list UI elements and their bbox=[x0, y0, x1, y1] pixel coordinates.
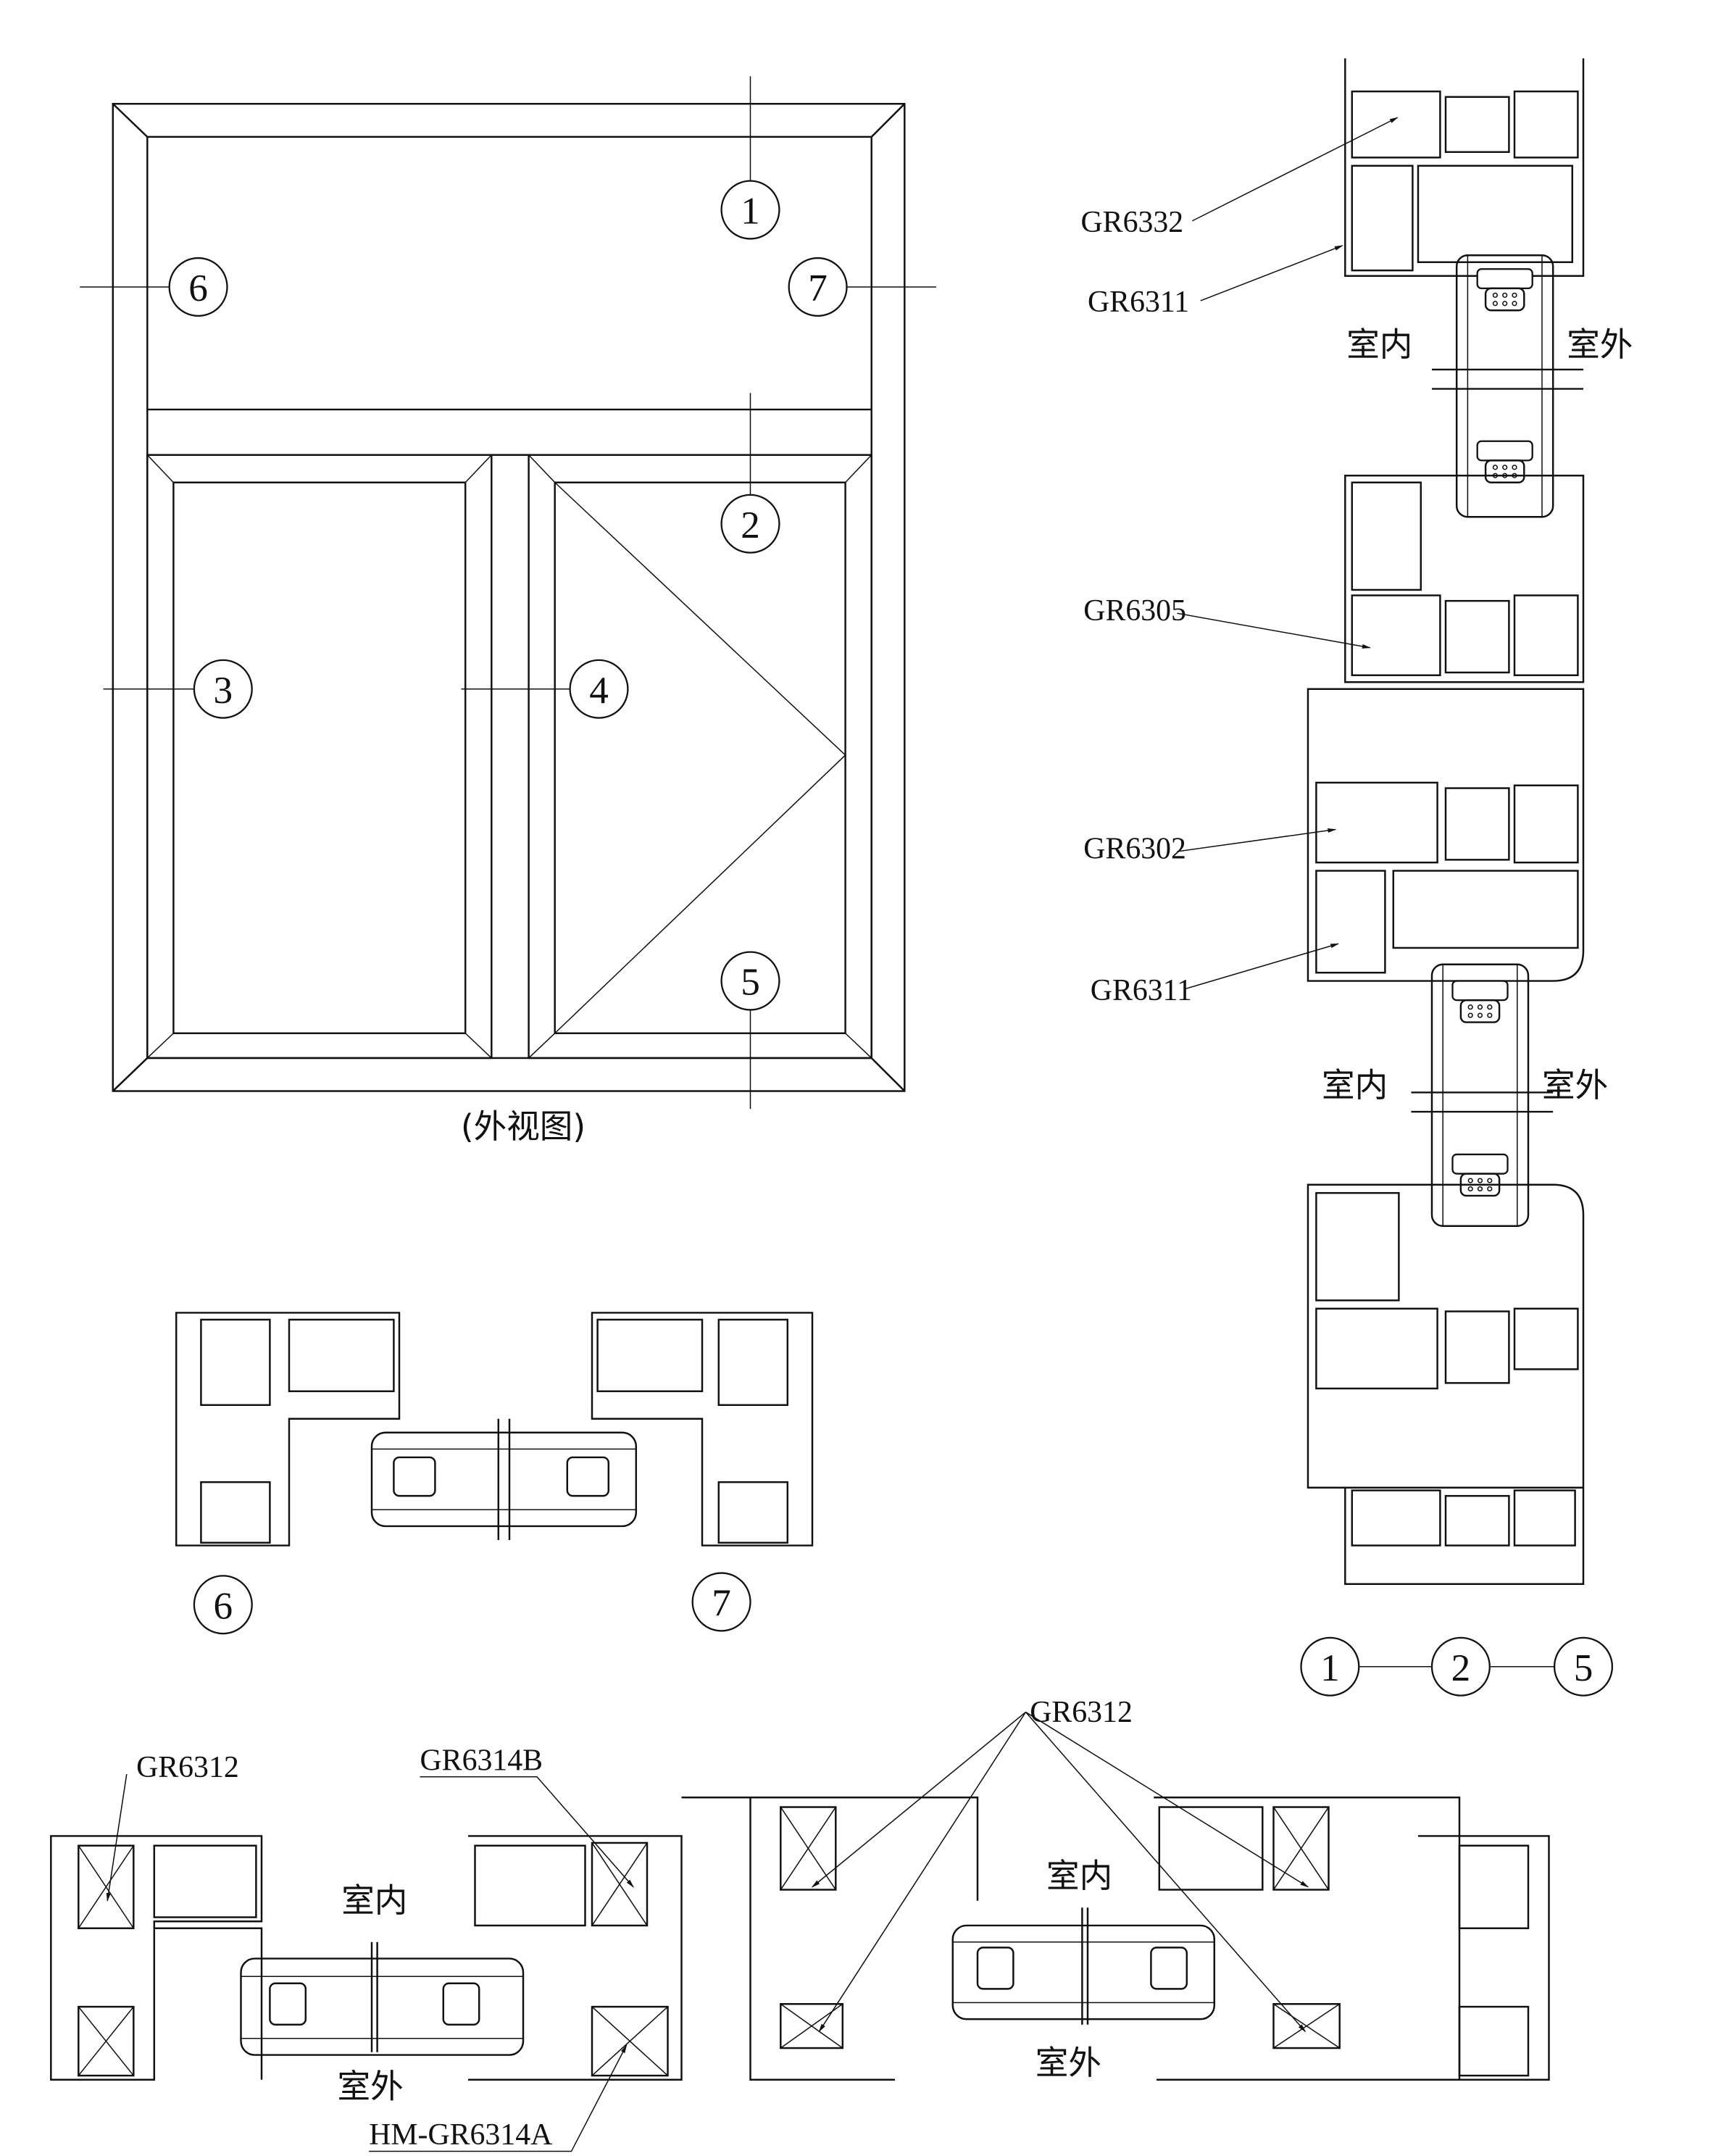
vertical-section-labels: GR6332 GR6311 室内 室外 GR6305 GR6302 GR6311… bbox=[1081, 117, 1633, 1104]
horizontal-section-6-7 bbox=[175, 1312, 814, 1547]
section-marker-7-bottom: 7 bbox=[691, 1572, 751, 1632]
bottom-section-labels: GR6312 GR6314B GR6312 室内 室外 室内 室外 HM-GR6… bbox=[106, 1696, 1309, 2152]
window-elevation bbox=[80, 76, 936, 1110]
svg-text:GR6312: GR6312 bbox=[136, 1751, 239, 1784]
svg-text:GR6312: GR6312 bbox=[1030, 1696, 1133, 1729]
svg-text:GR6302: GR6302 bbox=[1083, 832, 1186, 865]
svg-text:室内: 室内 bbox=[1322, 1066, 1388, 1104]
svg-text:室外: 室外 bbox=[338, 2067, 404, 2105]
svg-text:室外: 室外 bbox=[1542, 1066, 1608, 1104]
svg-text:GR6314B: GR6314B bbox=[420, 1744, 543, 1777]
svg-text:室外: 室外 bbox=[1567, 325, 1633, 364]
svg-text:5: 5 bbox=[1574, 1647, 1593, 1689]
section-marker-1: 1 bbox=[720, 180, 780, 240]
section-key-1-2-5: 1 2 5 bbox=[1300, 1636, 1614, 1697]
svg-text:GR6332: GR6332 bbox=[1081, 206, 1184, 239]
svg-text:4: 4 bbox=[589, 669, 609, 712]
svg-text:6: 6 bbox=[188, 267, 208, 309]
svg-text:6: 6 bbox=[214, 1584, 233, 1627]
section-marker-4: 4 bbox=[569, 659, 629, 719]
section-marker-3: 3 bbox=[193, 659, 253, 719]
svg-text:室内: 室内 bbox=[1346, 325, 1412, 364]
svg-text:5: 5 bbox=[741, 961, 760, 1004]
section-marker-6-bottom: 6 bbox=[193, 1575, 253, 1635]
svg-text:GR6305: GR6305 bbox=[1083, 594, 1186, 628]
svg-text:2: 2 bbox=[741, 504, 760, 546]
section-marker-6: 6 bbox=[168, 257, 228, 317]
section-marker-5: 5 bbox=[720, 951, 780, 1011]
svg-text:3: 3 bbox=[214, 669, 233, 712]
horizontal-section-3-4 bbox=[50, 1797, 1550, 2081]
elevation-caption: (外视图) bbox=[461, 1107, 586, 1146]
section-marker-2: 2 bbox=[720, 494, 780, 554]
svg-text:HM-GR6314A: HM-GR6314A bbox=[369, 2118, 552, 2152]
svg-text:GR6311: GR6311 bbox=[1091, 974, 1192, 1007]
svg-text:7: 7 bbox=[712, 1581, 731, 1624]
svg-text:室外: 室外 bbox=[1035, 2044, 1101, 2082]
svg-text:GR6311: GR6311 bbox=[1088, 286, 1189, 319]
svg-text:室内: 室内 bbox=[1046, 1857, 1112, 1895]
svg-text:1: 1 bbox=[741, 190, 760, 233]
svg-text:1: 1 bbox=[1320, 1647, 1340, 1689]
svg-text:2: 2 bbox=[1451, 1647, 1471, 1689]
vertical-section bbox=[1307, 58, 1585, 1585]
svg-text:7: 7 bbox=[808, 267, 828, 309]
section-marker-7: 7 bbox=[788, 257, 848, 317]
svg-text:室内: 室内 bbox=[341, 1881, 407, 1920]
